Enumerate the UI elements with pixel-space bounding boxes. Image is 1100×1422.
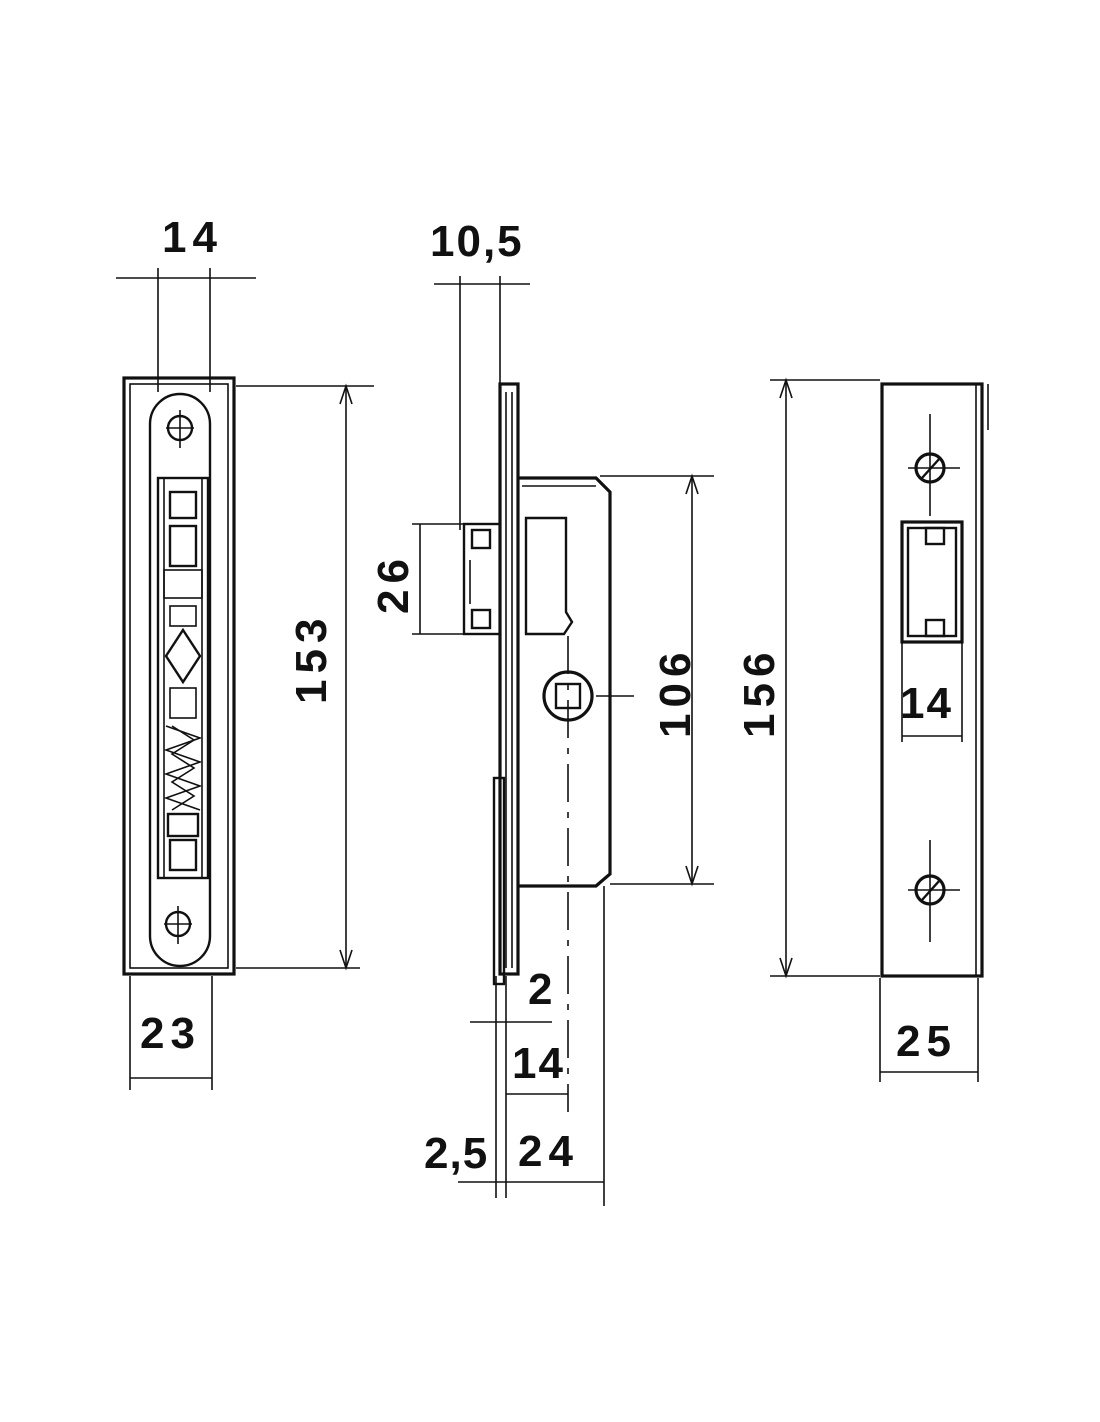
lock-case: [518, 476, 612, 888]
lock-side-view: 10,5 26 106 2 14: [369, 217, 714, 1206]
dim-label-backset: 14: [512, 1039, 565, 1088]
dim-faceplate-thickness: 2: [470, 965, 558, 1198]
dim-backset: 14: [506, 1039, 568, 1095]
lock-faceplate: [498, 382, 520, 976]
dim-latch-window: 14: [900, 642, 963, 742]
dim-label-case-depth: 24: [518, 1127, 579, 1176]
dim-label-latch-window: 14: [900, 679, 953, 728]
strike-plate-view: 14 153 23: [116, 213, 374, 1090]
dim-faceplate-width: 25: [879, 978, 979, 1082]
front-latch-window: [900, 520, 964, 644]
faceplate-front-view: 14 156 25: [735, 377, 989, 1082]
bottom-screw-icon: [164, 906, 192, 944]
dim-label-faceplate-width: 25: [896, 1017, 957, 1066]
strike-mechanism: [156, 476, 210, 880]
strike-plate-outline: [122, 376, 236, 976]
dim-label-flange-thickness: 2,5: [424, 1129, 488, 1178]
dim-label-faceplate-height: 156: [735, 647, 784, 738]
dim-strike-height: 153: [236, 383, 374, 971]
latch-bolt: [462, 522, 502, 636]
dim-label-strike-height: 153: [287, 613, 336, 704]
dim-lock-depth-top: 10,5: [430, 217, 530, 530]
dim-spindle-bottom: 106: [596, 473, 714, 887]
dim-latch-height: 26: [369, 523, 470, 635]
dim-label-strike-width-top: 14: [162, 213, 223, 262]
dim-label-strike-width-bottom: 23: [140, 1009, 201, 1058]
faceplate-front-outline: [880, 382, 984, 978]
front-bottom-screw-icon: [908, 840, 960, 942]
strike-plate-slot: [148, 392, 212, 968]
dim-case-depth: 2,5 24: [424, 886, 605, 1206]
dim-faceplate-height: 156: [735, 377, 880, 979]
dim-label-faceplate-thickness: 2: [528, 965, 558, 1014]
dim-label-spindle-bottom: 106: [651, 647, 700, 738]
top-screw-icon: [166, 410, 194, 448]
dim-strike-bottom: 23: [129, 976, 213, 1090]
dim-label-lock-depth-top: 10,5: [430, 217, 524, 266]
dim-strike-top: 14: [116, 213, 256, 392]
dim-label-latch-height: 26: [369, 553, 418, 614]
front-top-screw-icon: [908, 414, 960, 516]
